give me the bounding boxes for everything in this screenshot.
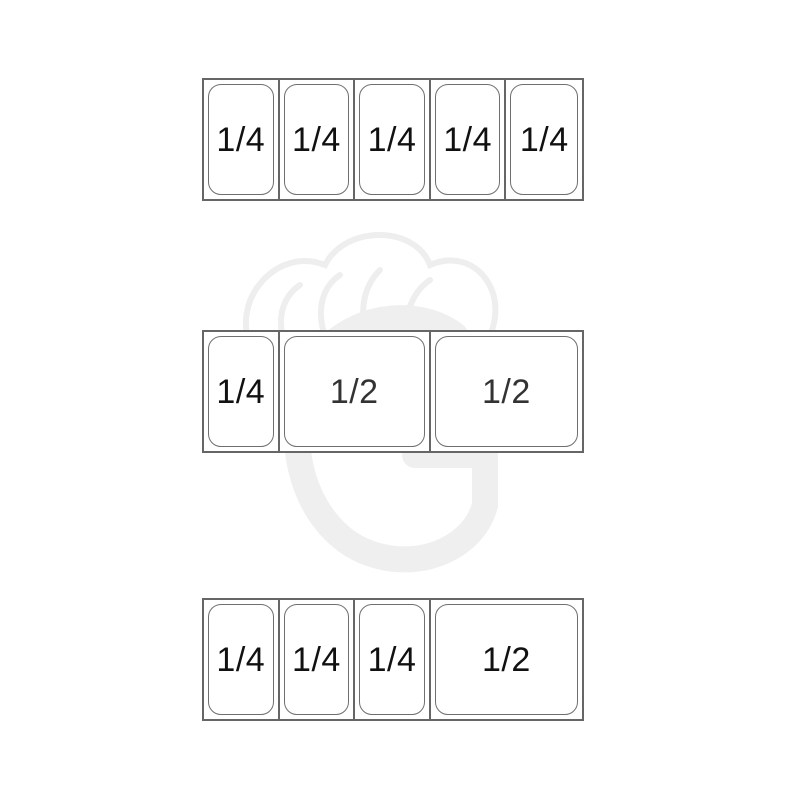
pan-size-label: 1/4 xyxy=(367,640,417,679)
gn-frame-row-1: 1/4 1/4 1/4 1/4 1/4 xyxy=(202,78,584,201)
gn-pan-quarter: 1/4 xyxy=(283,604,350,715)
gn-frame-row-2: 1/4 1/2 1/2 xyxy=(202,330,584,453)
pan-size-label: 1/4 xyxy=(292,640,341,679)
pan-slot: 1/2 xyxy=(431,600,582,719)
pan-size-label: 1/4 xyxy=(216,640,266,679)
pan-slot: 1/4 xyxy=(204,332,280,451)
gn-pan-quarter: 1/4 xyxy=(510,84,579,195)
pan-size-label: 1/4 xyxy=(216,120,266,159)
pan-size-label: 1/4 xyxy=(443,120,493,159)
gn-pan-quarter: 1/4 xyxy=(359,604,425,715)
gn-pan-half: 1/2 xyxy=(434,604,578,715)
pan-slot: 1/2 xyxy=(431,332,582,451)
pan-slot: 1/4 xyxy=(431,80,507,199)
pan-size-label: 1/2 xyxy=(329,372,379,411)
gn-pan-quarter: 1/4 xyxy=(208,336,274,447)
pan-slot: 1/4 xyxy=(506,80,582,199)
gn-frame-row-3: 1/4 1/4 1/4 1/2 xyxy=(202,598,584,721)
gn-pan-quarter: 1/4 xyxy=(434,84,501,195)
pan-size-label: 1/4 xyxy=(216,372,266,411)
pan-size-label: 1/4 xyxy=(292,120,341,159)
pan-slot: 1/4 xyxy=(204,80,280,199)
pan-slot: 1/4 xyxy=(280,80,356,199)
pan-slot: 1/2 xyxy=(280,332,431,451)
pan-slot: 1/4 xyxy=(355,80,431,199)
pan-size-label: 1/4 xyxy=(519,120,569,159)
gn-pan-quarter: 1/4 xyxy=(208,84,274,195)
pan-size-label: 1/2 xyxy=(482,372,531,411)
gn-pan-quarter: 1/4 xyxy=(359,84,425,195)
pan-size-label: 1/4 xyxy=(367,120,417,159)
gn-pan-half: 1/2 xyxy=(283,336,425,447)
gn-pan-half: 1/2 xyxy=(434,336,578,447)
gn-pan-quarter: 1/4 xyxy=(283,84,350,195)
pan-slot: 1/4 xyxy=(355,600,431,719)
pan-slot: 1/4 xyxy=(280,600,356,719)
gn-pan-quarter: 1/4 xyxy=(208,604,274,715)
pan-size-label: 1/2 xyxy=(482,640,531,679)
pan-slot: 1/4 xyxy=(204,600,280,719)
